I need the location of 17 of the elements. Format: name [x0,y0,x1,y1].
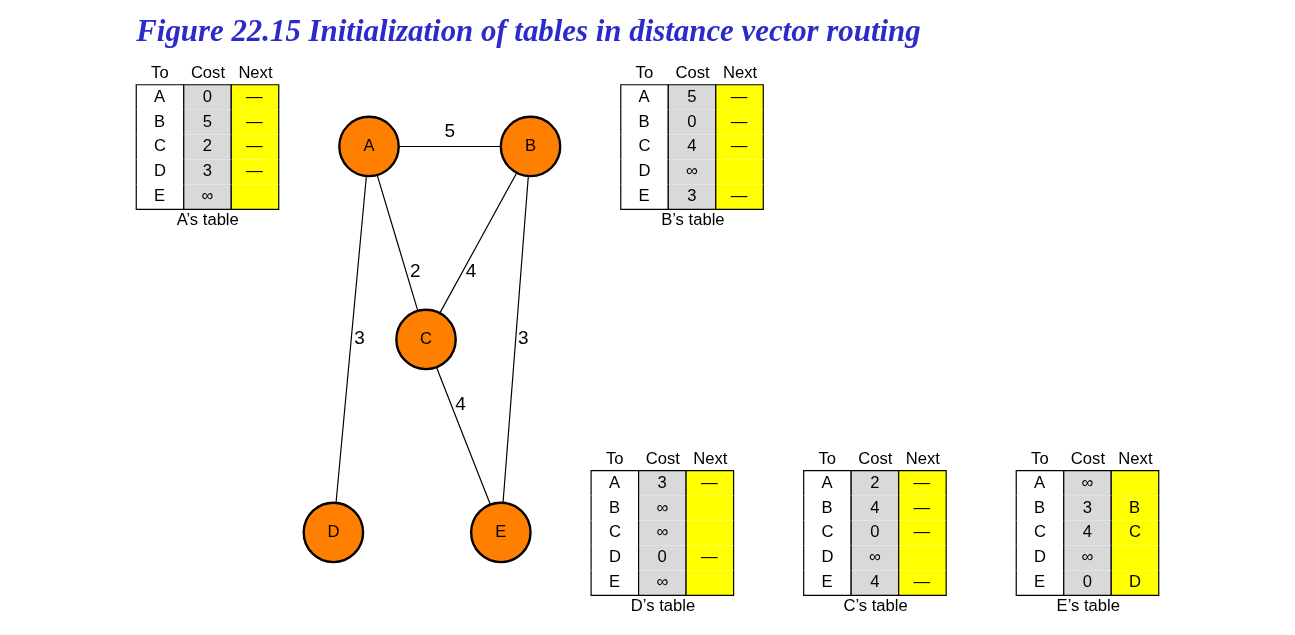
edge-label: 4 [465,260,477,282]
edge-label: 3 [518,326,529,348]
diagram-title: Figure 22.15 Initialization of tables in distance vector routing [136,13,921,49]
node-label: C’s table [843,596,908,616]
node-text: To Cost Next A 2 — B 4 — C 0 — D ∞ E 4 — [818,448,940,592]
node-label: B’s table [661,210,725,230]
node-label: A’s table [176,210,239,230]
node-label: To Cost Next [635,62,758,82]
edge-label: 3 [354,326,365,348]
edge-label: 2 [410,260,421,282]
node-label: To Cost Next [605,448,728,468]
edge-label: 4 [455,393,466,415]
node-label: E’s table [1056,596,1121,616]
edge-label: 5 [444,119,456,141]
node-label: D’s table [630,596,696,616]
node-label: To Cost Next [1031,448,1153,468]
node-label: To Cost Next [151,62,273,82]
